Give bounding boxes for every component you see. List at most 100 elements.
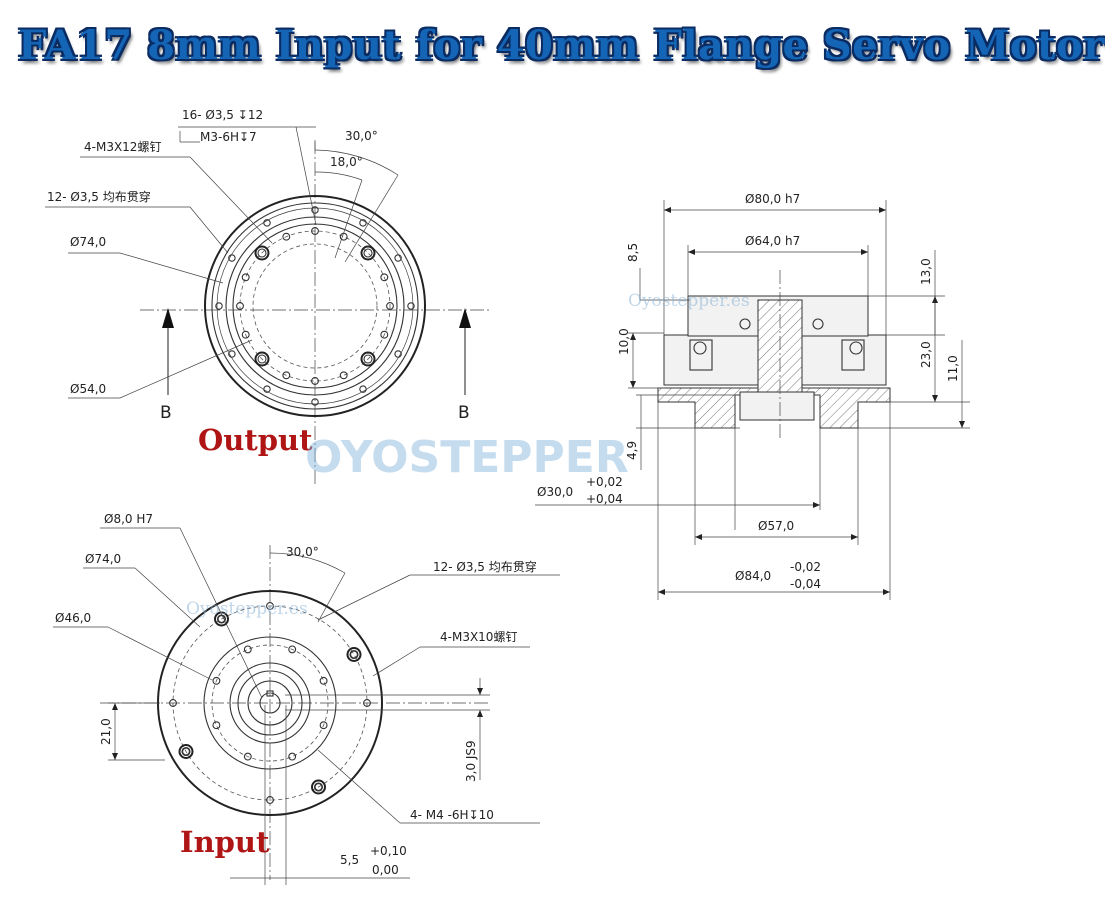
in-ang30-arc [269, 552, 346, 574]
input-inner-hole [288, 645, 297, 654]
output-screws: 4-M3X12螺钉 [84, 140, 161, 154]
input-outer-hole [350, 650, 358, 659]
section-d80: Ø80,0 h7 [745, 192, 800, 206]
input-inner-hole [212, 676, 221, 685]
input-label: Input [180, 825, 270, 859]
in-ang30-leader [317, 572, 346, 623]
ang18-leader [334, 179, 363, 259]
section-arrow-right-head [459, 308, 471, 328]
in-d74-leader [134, 567, 201, 628]
input-d46: Ø46,0 [55, 611, 91, 625]
ang30-leader [344, 174, 399, 263]
input-d8: Ø8,0 H7 [104, 512, 153, 526]
section-h11: 11,0 [946, 355, 960, 382]
output-outer-hole [263, 219, 271, 227]
section-d84-tol-low: -0,04 [790, 577, 821, 591]
d54-leader [119, 339, 253, 399]
input-outer-hole [266, 796, 274, 804]
section-view: Ø80,0 h7 Ø64,0 h7 8,5 10,0 4,9 13,0 [535, 192, 970, 600]
output-bolt-circle-74 [239, 230, 391, 382]
input-screw-head [313, 782, 324, 792]
output-inner-hole [380, 273, 389, 282]
section-h23: 23,0 [919, 341, 933, 368]
output-screw-head [257, 248, 267, 258]
input-ring-46 [203, 636, 337, 770]
output-screw-heads [254, 245, 376, 367]
input-hole-circle [211, 644, 329, 762]
output-screw-head [254, 245, 270, 261]
output-outer-hole [311, 398, 319, 406]
bearing-left [693, 341, 707, 355]
output-d74: Ø74,0 [70, 235, 106, 249]
input-inner-hole [319, 721, 328, 730]
input-screws: 4-M3X10螺钉 [440, 630, 517, 644]
input-hub-inner [247, 680, 293, 726]
output-inner-hole [241, 273, 250, 282]
output-d54: Ø54,0 [70, 382, 106, 396]
in-screws-leader [372, 646, 421, 677]
input-w55: 5,5 [340, 853, 359, 867]
input-hub-outer [229, 662, 311, 744]
output-outer-hole [228, 350, 236, 358]
output-flange-inner [232, 223, 398, 389]
section-d57: Ø57,0 [758, 519, 794, 533]
output-inner-hole [282, 232, 291, 241]
section-d64: Ø64,0 h7 [745, 234, 800, 248]
inner-ring-left [689, 339, 713, 371]
section-d30: Ø30,0 [537, 485, 573, 499]
input-inner-holes [212, 645, 328, 761]
input-outer-hole [314, 783, 323, 791]
output-flange-edge [225, 216, 405, 396]
watermark-small-1: Oyostepper.es [628, 291, 750, 311]
section-mark-right: B [458, 403, 470, 423]
output-inner-hole [380, 330, 389, 339]
input-d74: Ø74,0 [85, 552, 121, 566]
holes16-leader [295, 126, 317, 226]
output-inner-hole [339, 371, 348, 380]
input-h21: 21,0 [99, 718, 113, 745]
watermark-brand: OYOSTEPPER [305, 432, 629, 483]
output-screw-head [257, 354, 267, 364]
output-screw-head [360, 245, 376, 261]
section-h13: 13,0 [919, 258, 933, 285]
input-view: 30,0° Ø8,0 H7 Ø74,0 Ø46,0 12- Ø3,5 均布贯穿 … [53, 512, 560, 885]
input-outer-hole [182, 747, 190, 756]
input-outer-holes [169, 602, 371, 804]
ang18-arc [314, 171, 363, 181]
input-hub [739, 391, 815, 421]
output-bolt-circle-54 [252, 243, 378, 369]
section-d30-tol-low: +0,04 [586, 492, 623, 506]
output-outer-hole [359, 219, 367, 227]
input-inner-hole [288, 752, 297, 761]
output-inner-hole [236, 302, 244, 310]
in-holes12-leader [317, 574, 411, 621]
output-inner-hole [311, 227, 319, 235]
output-outer-hole [215, 302, 223, 310]
output-outer-hole [263, 385, 271, 393]
input-outer-hole [217, 615, 226, 623]
d74-leader [119, 252, 224, 284]
output-outer-holes [215, 206, 415, 406]
input-outer-hole [363, 699, 371, 707]
section-d84: Ø84,0 [735, 569, 771, 583]
technical-drawing: B B 30,0° 18,0° 16- Ø3,5 ↧12 M3-6H↧7 4-M… [45, 108, 970, 885]
input-hub-mid [237, 670, 303, 736]
seal-right [812, 318, 824, 330]
input-keyway [266, 690, 274, 697]
output-outer-hole [407, 302, 415, 310]
output-angle-18: 18,0° [330, 155, 363, 169]
output-outer-hole [394, 254, 402, 262]
in-d46-leader [107, 626, 213, 681]
section-h10: 10,0 [617, 328, 631, 355]
output-screw-head [363, 248, 373, 258]
output-outer-hole [228, 254, 236, 262]
input-holes12: 12- Ø3,5 均布贯穿 [433, 559, 537, 574]
input-screw-head [216, 614, 227, 624]
screws-leader [189, 156, 273, 244]
output-view: B B 30,0° 18,0° 16- Ø3,5 ↧12 M3-6H↧7 4-M… [45, 108, 490, 485]
section-d84-tol-up: -0,02 [790, 560, 821, 574]
input-inner-hole [319, 676, 328, 685]
holes12-leader [189, 206, 229, 254]
input-screw-head [178, 744, 194, 759]
section-h49: 4,9 [625, 441, 639, 460]
